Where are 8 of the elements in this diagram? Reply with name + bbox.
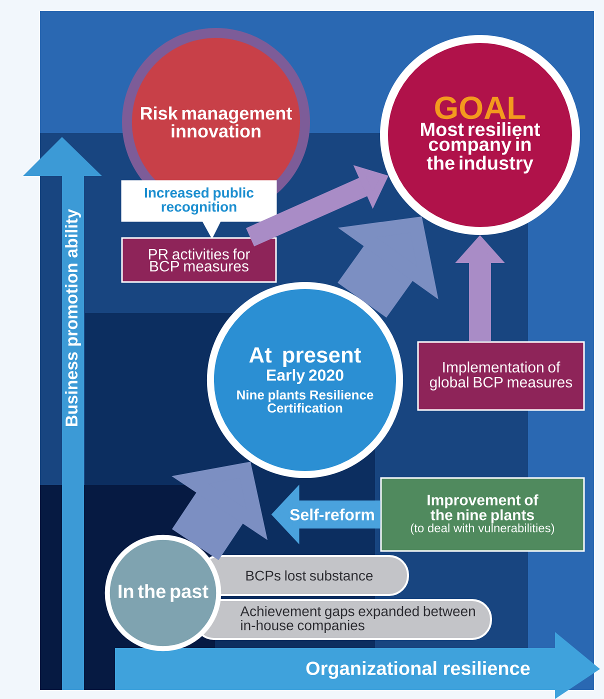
- process-box: PR activities for BCP measures: [121, 237, 277, 283]
- process-box: Improvement of the nine plants (to deal with vulnerabilities): [380, 477, 585, 552]
- axis-label: Business promotion ability: [65, 209, 81, 426]
- edge-label: Self-reform: [288, 508, 376, 522]
- pill-box: Achievement gaps expanded between in-house companies: [194, 599, 492, 640]
- axis-label: Organizational resilience: [306, 661, 530, 679]
- callout-box: Increased public recognition: [121, 180, 277, 239]
- process-box: Implementation of global BCP measures: [417, 341, 585, 411]
